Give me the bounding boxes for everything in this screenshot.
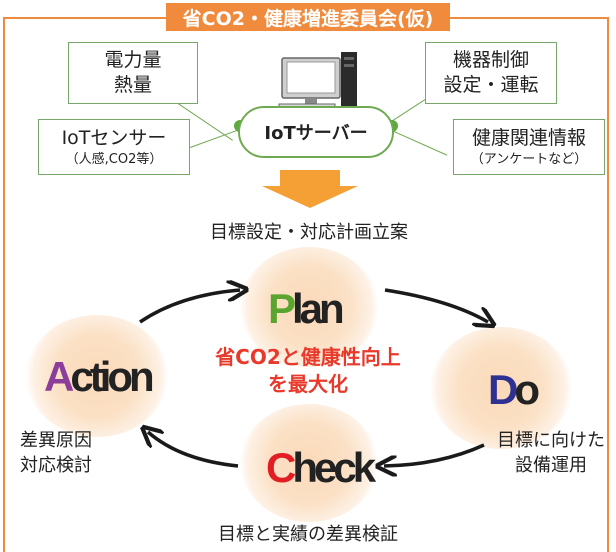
check-initial: C [266,444,296,491]
device-line1: 機器制御 [452,49,529,71]
center-goal: 省CO2と健康性向上 を最大化 [200,344,416,398]
iot-sensor-box: IoTセンサー （人感,CO2等） [38,119,190,175]
do-note-line1: 目標に向けた [497,430,605,451]
health-line2: （アンケートなど） [470,151,588,167]
sensor-line1: IoTセンサー [61,126,167,149]
action-note-line2: 対応検討 [20,455,92,476]
check-description: 目標と実績の差異検証 [218,524,398,545]
device-line2: 設定・運転 [443,74,539,96]
device-control-box: 機器制御 設定・運転 [425,42,557,104]
action-circle [26,315,168,437]
do-circle [430,327,572,449]
plan-description: 目標設定・対応計画立案 [210,222,408,243]
iot-server: IoTサーバー [238,106,394,158]
action-rest: ction [70,353,154,400]
plan-circle [240,247,378,367]
plan-word: Plan [268,285,345,333]
sensor-line2: （人感,CO2等） [65,151,163,167]
arrow-do-to-check [384,443,485,466]
health-line1: 健康関連情報 [471,126,586,149]
do-initial: D [488,366,518,413]
arrow-plan-to-do [384,288,488,322]
check-rest: heck [292,444,376,491]
do-word: Do [488,366,540,414]
health-info-box: 健康関連情報 （アンケートなど） [453,119,605,175]
arrow-action-to-plan [139,290,240,324]
center-line2: を最大化 [268,372,348,396]
action-note-line1: 差異原因 [20,430,92,451]
energy-line1: 電力量 [104,49,162,71]
check-word: Check [266,444,376,492]
arrow-check-to-action [148,432,239,468]
do-rest: o [514,366,540,413]
plan-initial: P [268,285,296,332]
energy-box: 電力量 熱量 [68,42,198,104]
energy-line2: 熱量 [113,74,152,96]
plan-rest: lan [292,285,345,332]
center-line1: 省CO2と健康性向上 [215,345,401,369]
action-word: Action [44,353,155,401]
action-initial: A [44,353,74,400]
committee-title: 省CO2・健康増進委員会(仮) [166,3,450,31]
do-note-line2: 設備運用 [515,455,587,476]
check-circle [240,404,378,522]
